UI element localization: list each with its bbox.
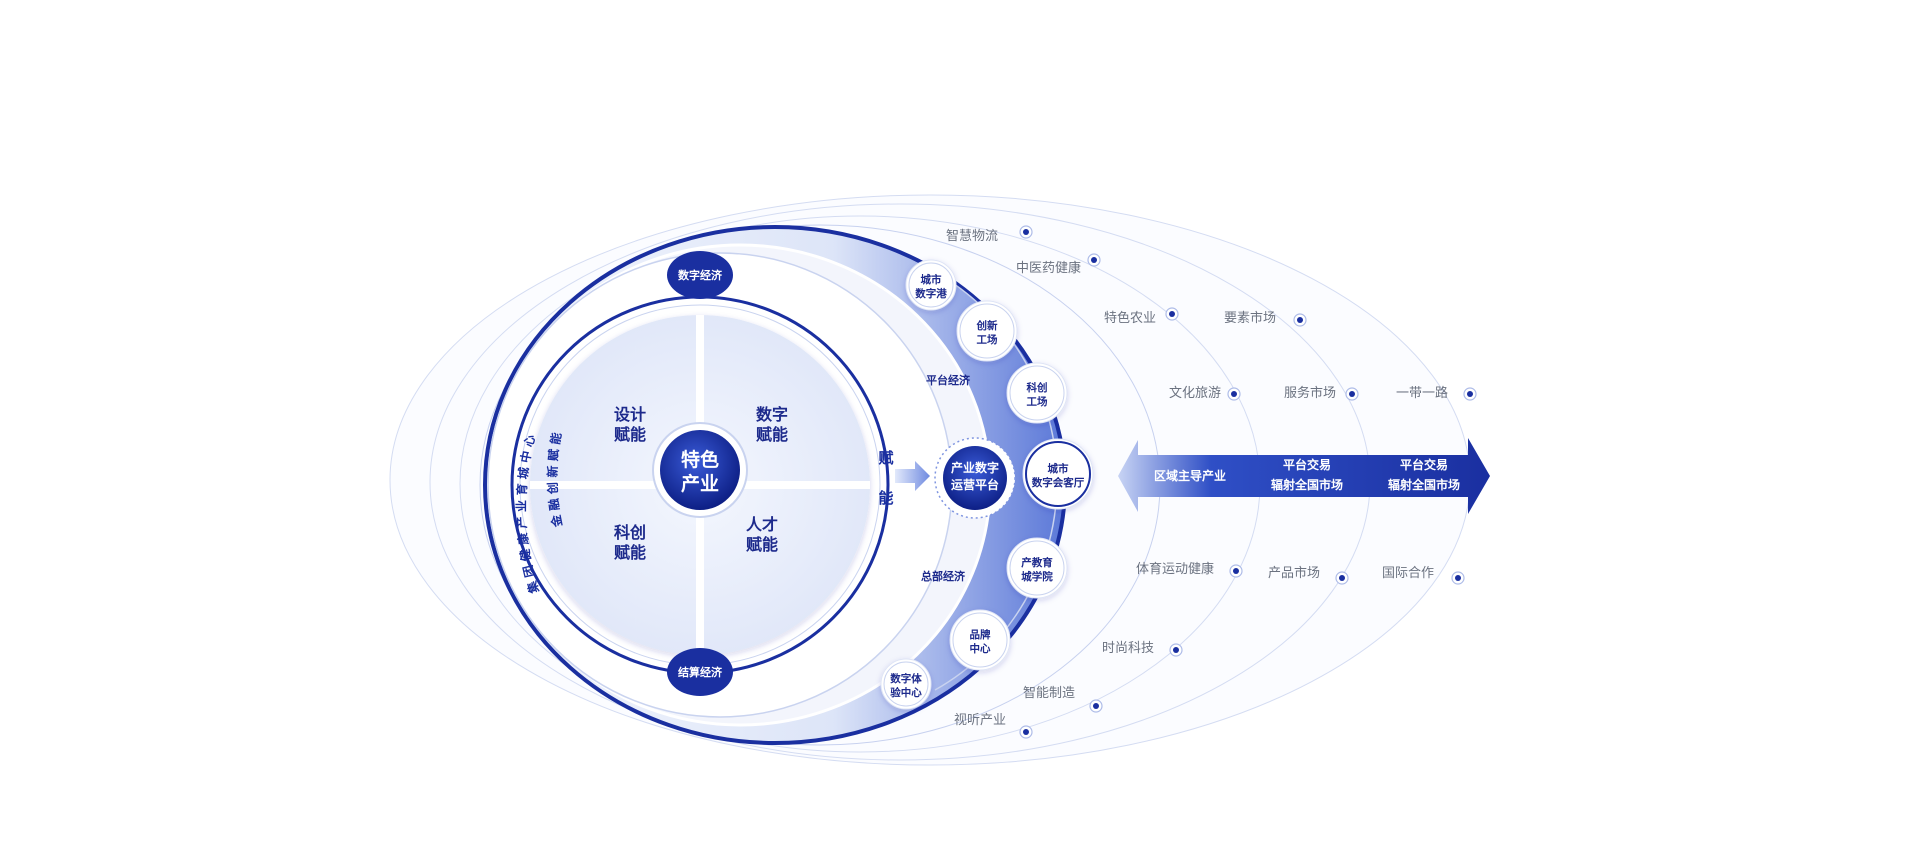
industry-top-3-text: 特色农业 — [1104, 310, 1156, 326]
platform-label-2: 运营平台 — [951, 477, 999, 492]
pill-digital-economy-label: 数字经济 — [678, 268, 723, 282]
arc-node-1-label-1: 城市 — [921, 273, 942, 286]
industry-top-2-text: 中医药健康 — [1016, 260, 1081, 276]
arc-node-7-label-2: 验中心 — [890, 686, 922, 699]
market-bottom-1: 产品市场 — [1268, 565, 1349, 585]
headquarters-economy-label: 总部经济 — [921, 569, 966, 583]
market-top-1: 要素市场 — [1224, 310, 1307, 327]
industry-bottom-1-text: 体育运动健康 — [1136, 561, 1214, 577]
industry-bottom-4-text: 视听产业 — [954, 713, 1006, 728]
international-bottom: 国际合作 — [1382, 566, 1465, 585]
arc-node-3-label-2: 工场 — [1027, 395, 1049, 408]
arc-node-3-label-1: 科创 — [1027, 381, 1048, 394]
industry-top-3: 特色农业 — [1104, 307, 1179, 326]
industry-top-2-dot — [1087, 253, 1101, 267]
empower-arrow: 赋 能 — [878, 449, 930, 507]
industry-bottom-1-dot — [1229, 564, 1243, 578]
industry-top-1-dot — [1019, 225, 1033, 239]
industry-bottom-3-dot — [1089, 699, 1103, 713]
international-bottom-dot — [1451, 571, 1465, 585]
pill-settlement-economy-label: 结算经济 — [677, 665, 723, 679]
industry-bottom-4: 视听产业 — [954, 713, 1033, 739]
industry-top-4-text: 文化旅游 — [1169, 386, 1221, 401]
arc-node-7-label-1: 数字体 — [889, 672, 922, 685]
pill-digital-economy: 数字经济 — [667, 251, 733, 299]
international-top-dot — [1463, 387, 1477, 401]
industry-bottom-2-text: 时尚科技 — [1102, 641, 1154, 656]
industry-bottom-3: 智能制造 — [1023, 686, 1103, 713]
arc-node-4-label-2: 数字会客厅 — [1031, 476, 1085, 489]
quadrant-digital-label-1: 数字 — [756, 405, 788, 424]
arrow-section-2-line-2: 辐射全国市场 — [1271, 477, 1343, 492]
market-bottom-1-dot — [1335, 571, 1349, 585]
arrow-section-1-line-1: 区域主导产业 — [1154, 468, 1226, 483]
arc-node-6-label-1: 品牌 — [970, 628, 991, 641]
quadrant-digital-label-2: 赋能 — [756, 425, 788, 444]
pill-settlement-economy: 结算经济 — [667, 648, 733, 696]
radiation-arrow: 区域主导产业 平台交易 辐射全国市场 平台交易 辐射全国市场 — [1118, 438, 1490, 514]
platform-economy-label: 平台经济 — [926, 373, 971, 387]
arrow-section-2-line-1: 平台交易 — [1283, 457, 1331, 472]
international-top-text: 一带一路 — [1396, 385, 1448, 401]
arc-node-2-label-2: 工场 — [977, 333, 998, 346]
quadrant-tech-label-2: 赋能 — [614, 543, 646, 562]
industry-top-3-dot — [1165, 307, 1179, 321]
industry-top-1-text: 智慧物流 — [946, 228, 998, 244]
arc-node-4-label-1: 城市 — [1048, 462, 1070, 475]
arc-node-1-label-2: 数字港 — [914, 287, 947, 300]
industry-top-1: 智慧物流 — [946, 225, 1033, 244]
arrow-section-3-line-2: 辐射全国市场 — [1388, 477, 1460, 492]
arc-node-2-label-1: 创新 — [976, 319, 998, 332]
empower-char-2: 能 — [878, 489, 893, 507]
industry-bottom-1: 体育运动健康 — [1136, 561, 1243, 578]
international-top: 一带一路 — [1396, 385, 1477, 401]
empower-char-1: 赋 — [878, 449, 893, 467]
platform-circle: 产业数字 运营平台 — [934, 437, 1016, 519]
industry-top-4-dot — [1227, 387, 1241, 401]
quadrant-talent-label-1: 人才 — [746, 515, 778, 534]
market-top-2-text: 服务市场 — [1284, 385, 1336, 401]
core-circle: 特色 产业 — [652, 422, 748, 518]
quadrant-design-label-1: 设计 — [614, 405, 646, 424]
platform-label-1: 产业数字 — [951, 460, 999, 475]
quadrant-tech-label-1: 科创 — [614, 523, 646, 542]
industry-bottom-2: 时尚科技 — [1102, 641, 1183, 657]
core-label-1: 特色 — [681, 448, 719, 471]
core-label-2: 产业 — [681, 472, 719, 495]
quadrant-design-label-2: 赋能 — [614, 425, 646, 444]
industry-bottom-2-dot — [1169, 643, 1183, 657]
international-bottom-text: 国际合作 — [1382, 566, 1434, 581]
market-top-1-dot — [1293, 313, 1307, 327]
market-top-2: 服务市场 — [1284, 385, 1359, 401]
arc-node-5-label-2: 城学院 — [1021, 570, 1053, 583]
market-bottom-1-text: 产品市场 — [1268, 565, 1320, 581]
industry-bottom-4-dot — [1019, 725, 1033, 739]
market-top-1-text: 要素市场 — [1224, 310, 1276, 326]
arc-node-6-label-2: 中心 — [970, 642, 991, 655]
industry-top-4: 文化旅游 — [1169, 386, 1241, 401]
arc-node-5-label-1: 产教育 — [1021, 556, 1053, 569]
quadrant-talent-label-2: 赋能 — [746, 535, 778, 554]
arc-text-inner: 金 融 创 新 赋 能 — [545, 431, 565, 529]
market-top-2-dot — [1345, 387, 1359, 401]
arrow-section-3-line-1: 平台交易 — [1400, 457, 1448, 472]
industry-top-2: 中医药健康 — [1016, 253, 1101, 276]
industry-bottom-3-text: 智能制造 — [1023, 686, 1075, 701]
